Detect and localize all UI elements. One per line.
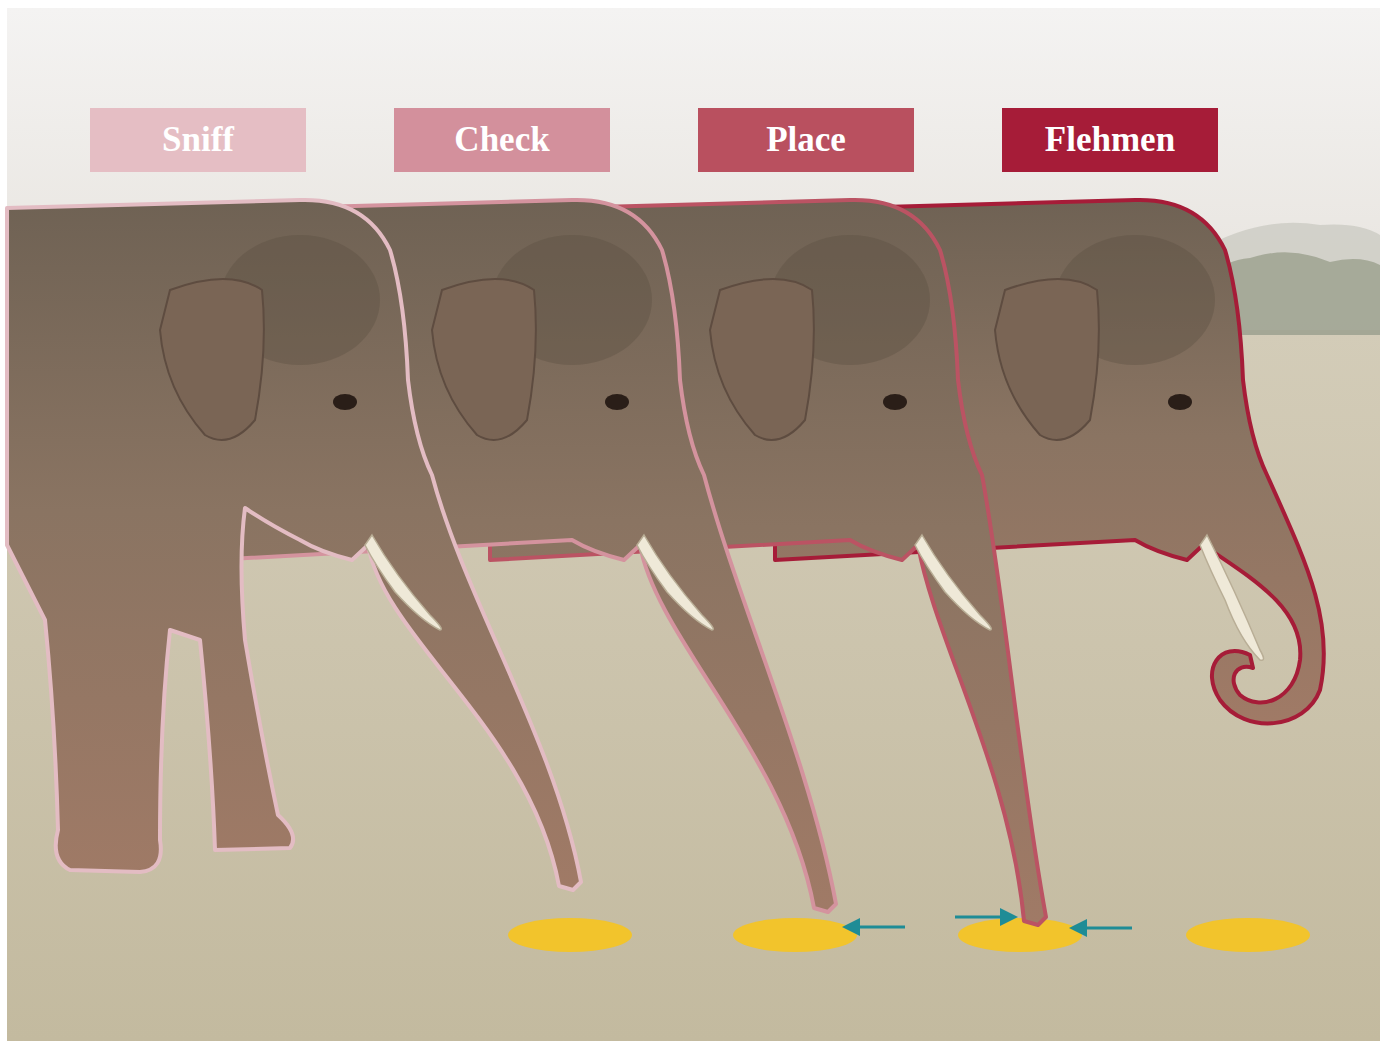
elephant-eye [1168,394,1192,410]
elephant-place [490,200,1046,925]
scent-spot [733,918,857,952]
contact-arrows [842,908,1132,937]
scent-spot [508,918,632,952]
elephant-tusk [1200,535,1264,660]
elephant-eye [605,394,629,410]
scent-spot [958,918,1082,952]
stage-label: Place [698,108,914,172]
elephant-check [212,200,836,912]
stage-name: Check [454,120,549,160]
scent-spots [508,918,1310,952]
stage-label: Sniff [90,108,306,172]
scent-spot [1186,918,1310,952]
arrow-head [1069,919,1087,937]
stage-label: Check [394,108,610,172]
elephant-head [212,200,836,912]
arrow-head [1000,908,1018,926]
arrow-head [842,918,860,936]
elephant-ear [710,279,814,440]
elephant-ear [160,279,264,440]
stage-label: Flehmen [1002,108,1218,172]
elephant-ear [432,279,536,440]
elephant-sniff [7,200,581,890]
stage-name: Place [766,120,846,160]
elephant-tusk [637,535,713,630]
arrow-shaft [955,916,1004,919]
elephant-body [7,200,581,890]
elephant-ear [995,279,1099,440]
elephant-tusk [915,535,991,630]
elephant-tusk [365,535,441,630]
elephant-head [490,200,1046,925]
arrow-shaft [1083,927,1132,930]
stage-name: Flehmen [1045,120,1175,160]
stage-name: Sniff [162,120,234,160]
arrow-shaft [856,926,905,929]
elephant-eye [333,394,357,410]
elephant-eye [883,394,907,410]
